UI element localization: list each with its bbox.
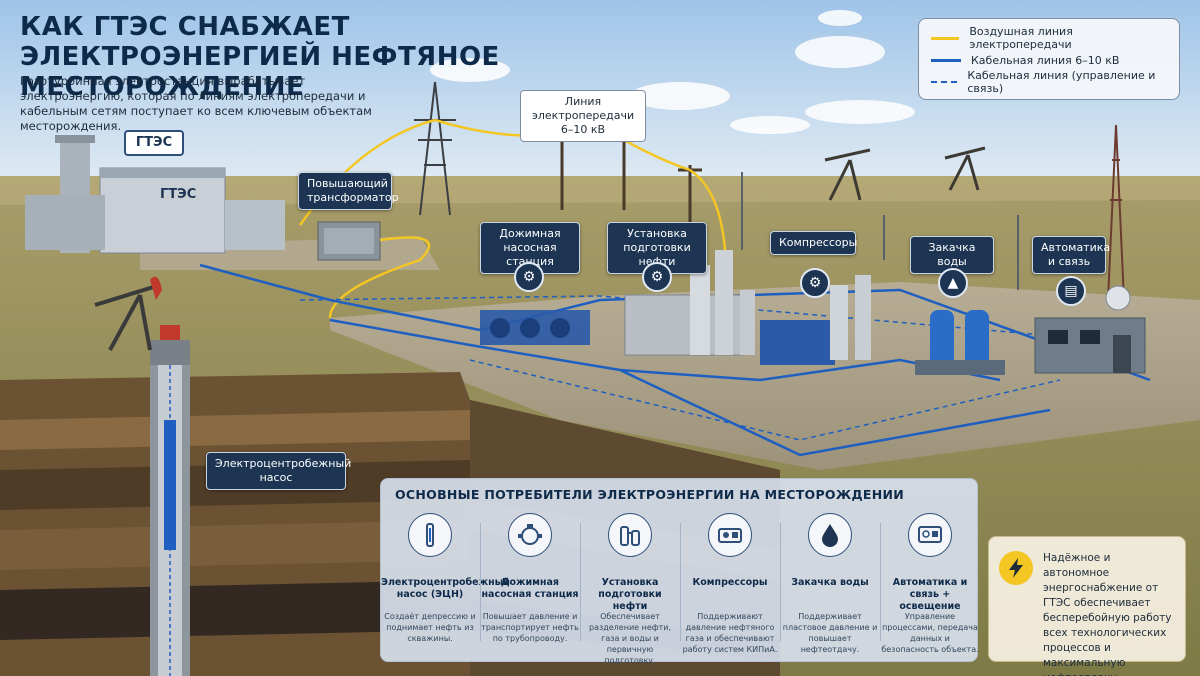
oil-treatment-icon (608, 513, 652, 557)
legend: Воздушная линия электропередачи Кабельна… (918, 18, 1180, 100)
reliability-note: Надёжное и автономное энергоснабжение от… (988, 536, 1186, 676)
pumpjack-near (94, 283, 161, 351)
consumer-desc: Повышает давление и транспортирует нефть… (481, 612, 579, 643)
control-line-swatch (931, 81, 958, 83)
consumer-name: Компрессоры (692, 577, 768, 588)
consumer-name: Закачка воды (791, 577, 869, 588)
pump-station-icon: ⚙ (514, 262, 544, 292)
control-building (1034, 317, 1146, 374)
oil-treatment-unit (624, 250, 755, 356)
consumer-automation: Автоматика и связь + освещение Управлени… (881, 513, 979, 654)
legend-label: Кабельная линия (управление и связь) (967, 69, 1156, 95)
compressor-icon (708, 513, 752, 557)
consumer-booster: Дожимная насосная станция Повышает давле… (481, 513, 579, 653)
consumer-compressors: Компрессоры Поддерживают давление нефтян… (681, 513, 779, 654)
gtes-plant: ГТЭС (25, 135, 285, 254)
esp-label: Электроцентробежный насос (206, 452, 351, 490)
divider (480, 523, 481, 641)
consumer-desc: Создаёт депрессию и поднимает нефть из с… (384, 612, 476, 643)
legend-label: Воздушная линия электропередачи (969, 25, 1073, 51)
legend-item-overhead: Воздушная линия электропередачи (931, 25, 1167, 51)
oil-treatment-icon: ⚙ (642, 262, 672, 292)
divider (880, 523, 881, 641)
consumer-water-injection: Закачка воды Поддерживает пластовое давл… (781, 513, 879, 654)
divider (780, 523, 781, 641)
gtes-tag: ГТЭС (124, 130, 184, 156)
consumer-desc: Обеспечивает разделение нефти, газа и во… (588, 612, 671, 665)
esp-pump-icon (408, 513, 452, 557)
pumpjacks-far (824, 146, 986, 201)
pump-station-icon (508, 513, 552, 557)
page-title: КАК ГТЭС СНАБЖАЕТ ЭЛЕКТРОЭНЕРГИЕЙ НЕФТЯН… (20, 12, 500, 102)
lightning-icon (999, 551, 1033, 585)
automation-label: Автоматика и связь (1032, 236, 1110, 274)
page-subtitle: Газотурбинная электростанция вырабатывае… (20, 74, 372, 133)
compressor-unit (760, 275, 871, 365)
consumer-name: Установка подготовки нефти (598, 577, 662, 612)
compressor-icon: ⚙ (800, 268, 830, 298)
legend-item-cable: Кабельная линия 6–10 кВ (931, 49, 1167, 71)
comms-tower (1107, 124, 1125, 301)
lattice-tower (414, 81, 456, 216)
gtes-wall-text: ГТЭС (160, 187, 196, 202)
divider (680, 523, 681, 641)
consumer-esp: Электроцентробежный насос (ЭЦН) Создаёт … (381, 513, 510, 653)
transformer-label: Повышающий трансформатор (298, 172, 399, 210)
water-tank-icon: ▲ (938, 268, 968, 298)
water-drop-icon (808, 513, 852, 557)
power-line-label: Линия электропередачи 6–10 кВ (520, 90, 646, 142)
transformer (317, 221, 381, 261)
light-poles (741, 172, 1019, 290)
automation-icon (908, 513, 952, 557)
automation-icon: ▤ (1056, 276, 1086, 306)
consumer-oil-treatment: Установка подготовки нефти Обеспечивает … (581, 513, 679, 665)
consumer-name: Электроцентробежный насос (ЭЦН) (381, 577, 510, 600)
note-text: Надёжное и автономное энергоснабжение от… (1043, 552, 1172, 676)
legend-item-control: Кабельная линия (управление и связь) (931, 69, 1167, 95)
consumer-name: Автоматика и связь + освещение (892, 577, 968, 612)
booster-station (480, 310, 590, 345)
clouds (430, 10, 915, 134)
water-injection-unit (915, 310, 1005, 375)
consumer-desc: Поддерживает пластовое давление и повыша… (782, 612, 878, 654)
consumer-desc: Управление процессами, передача данных и… (881, 612, 979, 654)
cable-line-swatch (931, 58, 961, 62)
overhead-line-swatch (931, 36, 960, 40)
consumer-desc: Поддерживают давление нефтяного газа и о… (682, 612, 778, 654)
consumers-panel-title: ОСНОВНЫЕ ПОТРЕБИТЕЛИ ЭЛЕКТРОЭНЕРГИИ НА М… (395, 487, 905, 502)
consumer-name: Дожимная насосная станция (481, 577, 579, 600)
compressors-label: Компрессоры (770, 231, 857, 255)
divider (580, 523, 581, 641)
legend-label: Кабельная линия 6–10 кВ (971, 53, 1120, 67)
consumers-panel: ОСНОВНЫЕ ПОТРЕБИТЕЛИ ЭЛЕКТРОЭНЕРГИИ НА М… (380, 478, 979, 665)
water-injection-label: Закачка воды (910, 236, 994, 274)
